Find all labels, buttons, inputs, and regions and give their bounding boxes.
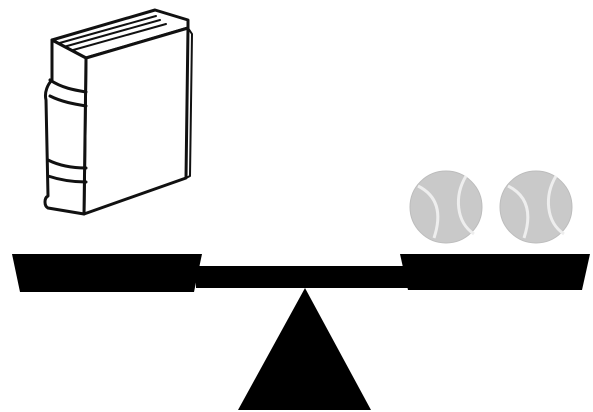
center-bar xyxy=(196,266,410,288)
book-icon xyxy=(45,10,192,214)
fulcrum-triangle xyxy=(238,288,371,410)
tennis-ball-icon xyxy=(410,171,482,243)
tennis-ball-icon xyxy=(500,171,572,243)
right-pan xyxy=(400,254,590,290)
balance-beam xyxy=(12,254,590,292)
left-pan xyxy=(12,254,202,292)
